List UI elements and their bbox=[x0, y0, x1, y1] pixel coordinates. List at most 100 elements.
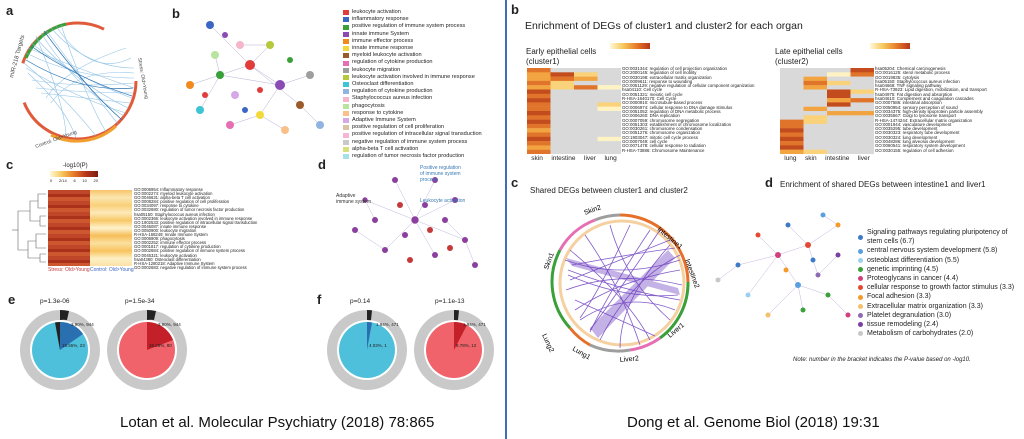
rd-legend-item: Proteoglycans in cancer (4.4) bbox=[858, 274, 1022, 283]
legend-label: response to cytokine bbox=[352, 109, 404, 116]
legend-dot bbox=[858, 331, 863, 337]
legend-label: tissue remodeling (2.4) bbox=[867, 321, 939, 329]
heat-cell bbox=[780, 119, 804, 125]
heatmap-col-label: intestine bbox=[825, 155, 850, 162]
heat-cell bbox=[850, 136, 874, 142]
legend-label: leukocyte migration bbox=[352, 66, 401, 73]
rd-legend-item: tissue remodeling (2.4) bbox=[858, 320, 1022, 329]
b-legend-item: innate immune System bbox=[343, 31, 503, 38]
e-donut-2: 3.90%, 944 28.29%, 80 bbox=[107, 309, 187, 390]
a-label-right: Stress: Old>Young bbox=[136, 57, 149, 99]
legend-swatch bbox=[343, 17, 349, 23]
b-legend-item: regulation of tumor necrosis factor prod… bbox=[343, 153, 503, 160]
seg-lung2: Lung2 bbox=[540, 333, 555, 354]
heat-cell bbox=[550, 123, 574, 129]
go-term: GO:0051303: establishment of chromosome … bbox=[622, 121, 732, 127]
b-legend-item: positive regulation of intracellular sig… bbox=[343, 131, 503, 138]
e-slice-2b: 28.29%, 80 bbox=[149, 343, 172, 348]
legend-dot bbox=[858, 234, 863, 240]
c-scale-tick: 10 bbox=[82, 178, 87, 183]
legend-label: Signaling pathways regulating pluripoten… bbox=[867, 229, 1008, 246]
legend-label: phagocytosis bbox=[352, 102, 385, 109]
heat-cell bbox=[597, 72, 621, 77]
heat-cell bbox=[780, 68, 804, 73]
heat-cell bbox=[780, 102, 804, 107]
heat-cell bbox=[597, 80, 621, 86]
heat-cell bbox=[850, 123, 874, 129]
heat-cell bbox=[803, 145, 827, 150]
heat-cell bbox=[527, 106, 551, 112]
c-heat-stress-col bbox=[48, 190, 90, 266]
heat-cell bbox=[850, 106, 874, 112]
go-term: GO:0050954: sensory perception of sound bbox=[875, 104, 958, 110]
c-scale-tick: 6 bbox=[73, 178, 76, 183]
b-legend-item: phagocytosis bbox=[343, 103, 503, 110]
legend-swatch bbox=[343, 139, 349, 145]
e-slice-2a: 3.90%, 944 bbox=[158, 322, 181, 327]
b-legend-item: regulation of cytokine production bbox=[343, 59, 503, 66]
legend-dot bbox=[858, 312, 863, 318]
go-term: GO:0051276: chromosome organization bbox=[622, 130, 701, 136]
legend-label: innate immune response bbox=[352, 45, 414, 52]
legend-swatch bbox=[343, 96, 349, 102]
heatmap-col-label: skin bbox=[805, 155, 817, 162]
heat-cell bbox=[597, 128, 621, 133]
early-colorbar bbox=[610, 43, 650, 49]
rc-circos: Intestine1 Intestine2 Liver1 Liver2 Lung… bbox=[540, 204, 700, 364]
heat-cell bbox=[597, 85, 621, 90]
legend-label: Adaptive Immune System bbox=[352, 117, 416, 124]
c-term: GO:1902533: positive regulation of intra… bbox=[134, 219, 258, 225]
heat-cell bbox=[803, 128, 827, 133]
heat-cell bbox=[803, 98, 827, 103]
heat-cell bbox=[527, 89, 551, 94]
heat-cell bbox=[803, 76, 827, 82]
rd-legend-item: Signaling pathways regulating pluripoten… bbox=[858, 228, 1022, 246]
a-label-top: miR-218 Targets bbox=[9, 35, 26, 79]
seg-intestine2: Intestine2 bbox=[683, 258, 700, 289]
heat-cell bbox=[827, 115, 851, 120]
go-term: GO:0031344: regulation of cell projectio… bbox=[622, 66, 727, 71]
go-term: GO:0007059: chromosome segregation bbox=[622, 117, 700, 123]
heat-cell bbox=[803, 111, 827, 116]
panel-label-e: e bbox=[8, 292, 16, 307]
left-citation: Lotan et al. Molecular Psychiatry (2018)… bbox=[120, 414, 435, 431]
panel-label-a: a bbox=[6, 3, 14, 18]
legend-label: innate immune System bbox=[352, 30, 409, 37]
heat-cell bbox=[803, 85, 827, 90]
legend-swatch bbox=[343, 132, 349, 138]
c-term: GO:0008284: positive regulation of cell … bbox=[134, 199, 230, 205]
go-term: R-HSA-73923: Lipid digestion, mobilizati… bbox=[875, 87, 987, 93]
heat-cell bbox=[597, 102, 621, 107]
heat-cell bbox=[803, 89, 827, 94]
heat-cell bbox=[597, 76, 621, 82]
go-term: GO:0034375: high-density lipoprotein par… bbox=[875, 108, 983, 114]
c-term: hsa04380: Osteoclast differentiation bbox=[134, 256, 201, 262]
heat-cell bbox=[827, 145, 851, 150]
heat-cell bbox=[574, 68, 598, 73]
go-term: hsa05204: Chemical carcinogenesis bbox=[875, 66, 946, 71]
heat-cell bbox=[827, 111, 851, 116]
c-col-control: Control: Old>Young bbox=[90, 267, 134, 273]
heat-cell bbox=[850, 149, 874, 154]
heat-cell bbox=[574, 119, 598, 125]
go-term: GO:0006974: cellular response to DNA dam… bbox=[622, 104, 733, 110]
heat-cell bbox=[850, 85, 874, 90]
rd-note: Note: number in the bracket indicates th… bbox=[793, 357, 971, 363]
b-legend-item: positive regulation of immune system pro… bbox=[343, 23, 503, 30]
legend-label: positive regulation of immune system pro… bbox=[352, 23, 466, 30]
rd-network bbox=[715, 212, 851, 318]
go-term: R-HSA-73886: Chromosome Maintenance bbox=[622, 147, 705, 153]
rd-legend-item: genetic imprinting (4.5) bbox=[858, 265, 1022, 274]
early-terms: GO:0031344: regulation of cell projectio… bbox=[622, 66, 754, 153]
e-slice-1a: 3.90%, 944 bbox=[71, 322, 94, 327]
go-term: GO:0001944: vasculature development bbox=[875, 121, 952, 127]
heat-cell bbox=[827, 80, 851, 86]
heat-cell bbox=[550, 132, 574, 137]
heat-cell bbox=[574, 123, 598, 129]
c-term: GO:0046631: alpha-beta T cell activation bbox=[134, 195, 210, 201]
heat-cell bbox=[597, 123, 621, 129]
legend-swatch bbox=[343, 31, 349, 37]
go-term: GO:0006260: DNA replication bbox=[622, 113, 680, 119]
b-legend-item: innate immune response bbox=[343, 45, 503, 52]
